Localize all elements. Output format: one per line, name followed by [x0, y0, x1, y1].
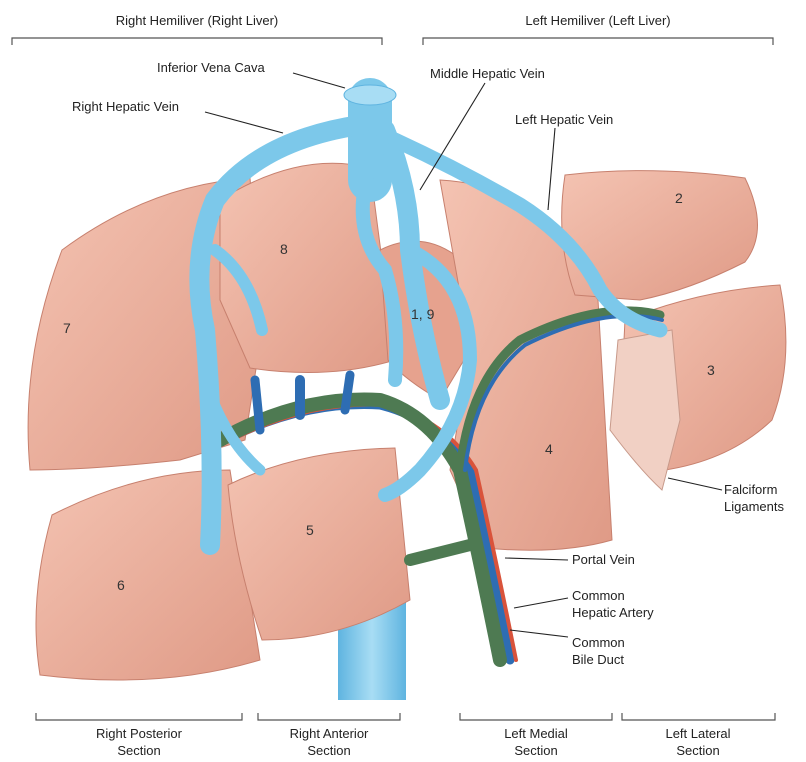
ivc-label: Inferior Vena Cava — [157, 60, 265, 76]
segment-label-3: 3 — [707, 362, 715, 378]
left-hemiliver-label: Left Hemiliver (Left Liver) — [525, 13, 670, 29]
right-anterior-label-1: Right Anterior — [290, 726, 369, 742]
segment-label-4: 4 — [545, 441, 553, 457]
segment-label-6: 6 — [117, 577, 125, 593]
left-lateral-label-2: Section — [676, 743, 719, 759]
section-brackets — [36, 713, 775, 720]
left-medial-label-2: Section — [514, 743, 557, 759]
segment-label-5: 5 — [306, 522, 314, 538]
hepatic-artery-label-1: Common — [572, 588, 625, 604]
right-posterior-label-1: Right Posterior — [96, 726, 182, 742]
left-lateral-label-1: Left Lateral — [665, 726, 730, 742]
left-medial-label-1: Left Medial — [504, 726, 568, 742]
right-anterior-label-2: Section — [307, 743, 350, 759]
segment-6 — [36, 470, 260, 680]
segment-label-7: 7 — [63, 320, 71, 336]
right-hepatic-vein-label: Right Hepatic Vein — [72, 99, 179, 115]
middle-hepatic-vein-label: Middle Hepatic Vein — [430, 66, 545, 82]
portal-vein-label: Portal Vein — [572, 552, 635, 568]
falciform-label-2: Ligaments — [724, 499, 784, 515]
segment-label-8: 8 — [280, 241, 288, 257]
segment-5 — [228, 448, 410, 640]
falciform-label-1: Falciform — [724, 482, 777, 498]
bile-duct-label-1: Common — [572, 635, 625, 651]
hepatic-artery-label-2: Hepatic Artery — [572, 605, 654, 621]
bile-duct-label-2: Bile Duct — [572, 652, 624, 668]
segment-label-1-9: 1, 9 — [411, 306, 434, 322]
segment-label-2: 2 — [675, 190, 683, 206]
right-hemiliver-label: Right Hemiliver (Right Liver) — [116, 13, 279, 29]
right-posterior-label-2: Section — [117, 743, 160, 759]
header-brackets — [12, 38, 773, 45]
left-hepatic-vein-label: Left Hepatic Vein — [515, 112, 613, 128]
